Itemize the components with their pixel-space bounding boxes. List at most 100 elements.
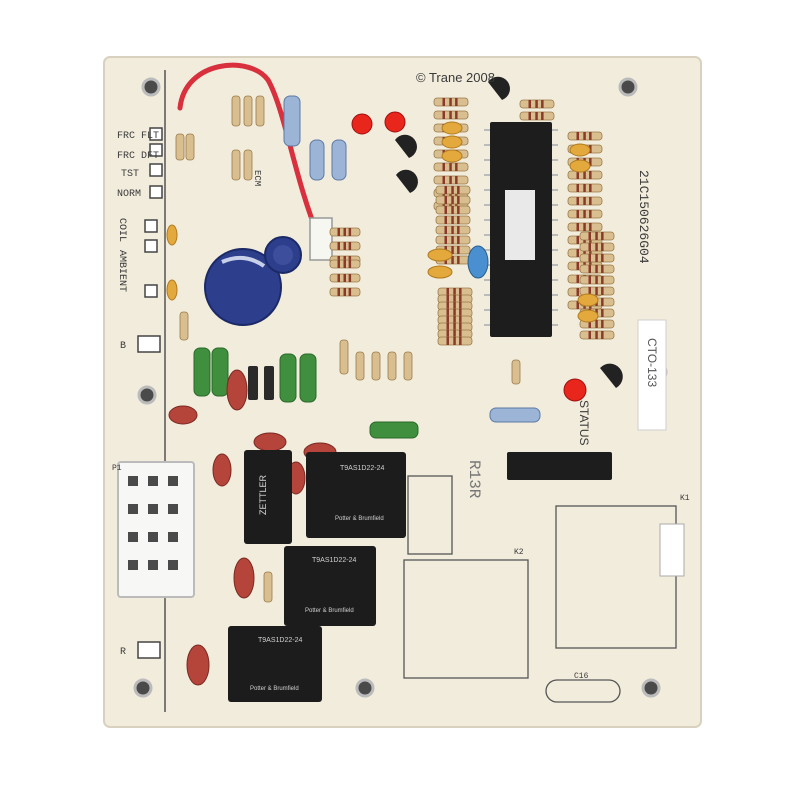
resistor-band [453, 316, 456, 324]
resistor-band [453, 295, 456, 303]
resistor-band [343, 288, 346, 296]
connector-pin [128, 504, 138, 514]
resistor-band [459, 309, 462, 317]
resistor [231, 149, 241, 181]
small-ic [507, 452, 612, 480]
resistor-band [451, 216, 454, 224]
resistor-band [446, 323, 449, 331]
resistor-band [343, 260, 346, 268]
leds [351, 111, 587, 402]
resistor [511, 359, 521, 385]
relay-4-brand: Potter & Brumfield [250, 686, 299, 692]
edge-label-k1: K1 [680, 494, 690, 503]
resistor-band [337, 260, 340, 268]
resistor-band [444, 196, 447, 204]
resistor-band [348, 274, 352, 282]
resistor-band [453, 330, 456, 338]
resistor-band [588, 276, 591, 284]
ic-label-sticker [505, 190, 535, 260]
relay-4: T9AS1D22-24 Potter & Brumfield [228, 626, 322, 702]
resistor [243, 149, 253, 181]
resistor-band [589, 197, 592, 205]
side-label-frc-flt: FRC FLT [117, 131, 159, 142]
edge-label-c16: C16 [574, 672, 589, 681]
side-label-norm: NORM [117, 189, 141, 200]
resistor-band [348, 242, 352, 250]
resistor-band [576, 236, 579, 244]
resistor-band [583, 171, 586, 179]
resistor-band [457, 196, 460, 204]
resistor-band [588, 265, 591, 273]
resistor-band [576, 223, 579, 231]
resistor-band [589, 249, 592, 257]
connector-pin [148, 532, 158, 542]
resistor-band [576, 197, 579, 205]
resistor-band [446, 316, 449, 324]
connector-pin [128, 532, 138, 542]
resistor-band [595, 320, 598, 328]
edge-label-ecm: ECM [252, 170, 262, 186]
resistor-band [576, 275, 579, 283]
resistor-band [459, 323, 462, 331]
resistor-band [457, 216, 460, 224]
resistor-band [348, 260, 352, 268]
resistor-band [535, 112, 538, 120]
resistor-band [449, 163, 452, 171]
resistor-band [576, 184, 579, 192]
side-label-frc-dft: FRC DFT [117, 151, 159, 162]
ceramic-capacitors [166, 121, 599, 323]
resistor-band [457, 186, 460, 194]
resistor-band [455, 176, 458, 184]
resistor-band [576, 249, 579, 257]
resistor-band [442, 176, 445, 184]
resistor-band [459, 288, 462, 296]
resistor-band [444, 216, 447, 224]
resistor-band [453, 288, 456, 296]
resistor-band [442, 163, 445, 171]
connector-pin [128, 476, 138, 486]
test-terminals [137, 127, 163, 659]
resistor-band [541, 100, 544, 108]
edge-label-r: R [120, 647, 126, 658]
resistor-band [449, 98, 452, 106]
resistor [243, 95, 253, 127]
connector-pin [168, 560, 178, 570]
resistor [185, 133, 195, 161]
resistor-band [451, 246, 454, 254]
resistor-band [576, 171, 579, 179]
cto-sticker-label: CTO-133 [645, 338, 659, 387]
copyright-label: © Trane 2008 [416, 70, 495, 85]
red-jumper-wire [177, 62, 321, 238]
resistor-band [528, 112, 531, 120]
resistor-band [595, 265, 598, 273]
resistor-band [589, 210, 592, 218]
resistor-band [459, 337, 462, 345]
resistor [263, 571, 273, 603]
resistor-band [451, 186, 454, 194]
part-number-label: 21C150626G04 [636, 170, 651, 264]
resistor-band [457, 256, 460, 264]
resistor-band [601, 254, 604, 262]
resistor [175, 133, 185, 161]
resistor [371, 351, 381, 381]
resistor-band [337, 288, 340, 296]
resistor-band [457, 206, 460, 214]
resistor [355, 351, 365, 381]
resistor-band [453, 302, 456, 310]
resistor-band [453, 337, 456, 345]
relay-1: ZETTLER [244, 450, 292, 544]
edge-label-p1: P1 [112, 464, 122, 473]
resistor-band [576, 288, 579, 296]
resistor [403, 351, 413, 381]
resistor-band [601, 331, 604, 339]
resistor-band [444, 226, 447, 234]
resistor-band [595, 254, 598, 262]
resistor-band [588, 320, 591, 328]
resistor-band [442, 98, 445, 106]
side-label-ambient: AMBIENT [116, 250, 127, 292]
resistor-band [601, 243, 604, 251]
resistor-band [457, 236, 460, 244]
resistor-band [457, 246, 460, 254]
side-label-coil: COIL [116, 218, 127, 242]
relay-3-brand: Potter & Brumfield [305, 608, 354, 614]
